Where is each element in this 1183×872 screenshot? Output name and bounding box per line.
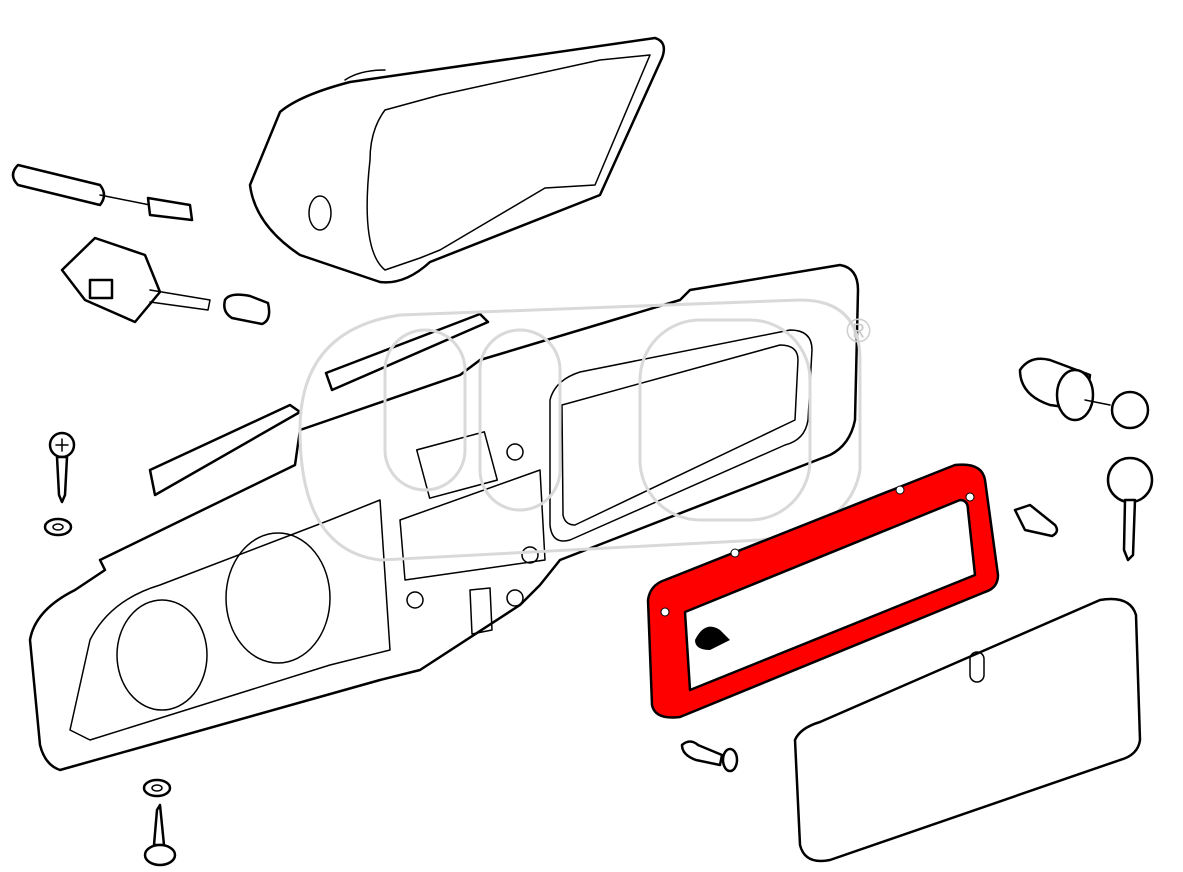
latch-mechanism bbox=[60, 236, 271, 326]
glovebox-lid bbox=[793, 597, 1142, 863]
lock-and-keys bbox=[1013, 357, 1154, 562]
lock-rod bbox=[11, 163, 194, 222]
glovebox-frame-highlighted bbox=[646, 463, 1000, 719]
screws-and-washers bbox=[43, 431, 739, 867]
dashboard bbox=[28, 263, 860, 772]
klf-watermark-logo bbox=[298, 298, 862, 562]
registered-mark: ® bbox=[846, 312, 872, 350]
glovebox-bin bbox=[248, 36, 666, 284]
